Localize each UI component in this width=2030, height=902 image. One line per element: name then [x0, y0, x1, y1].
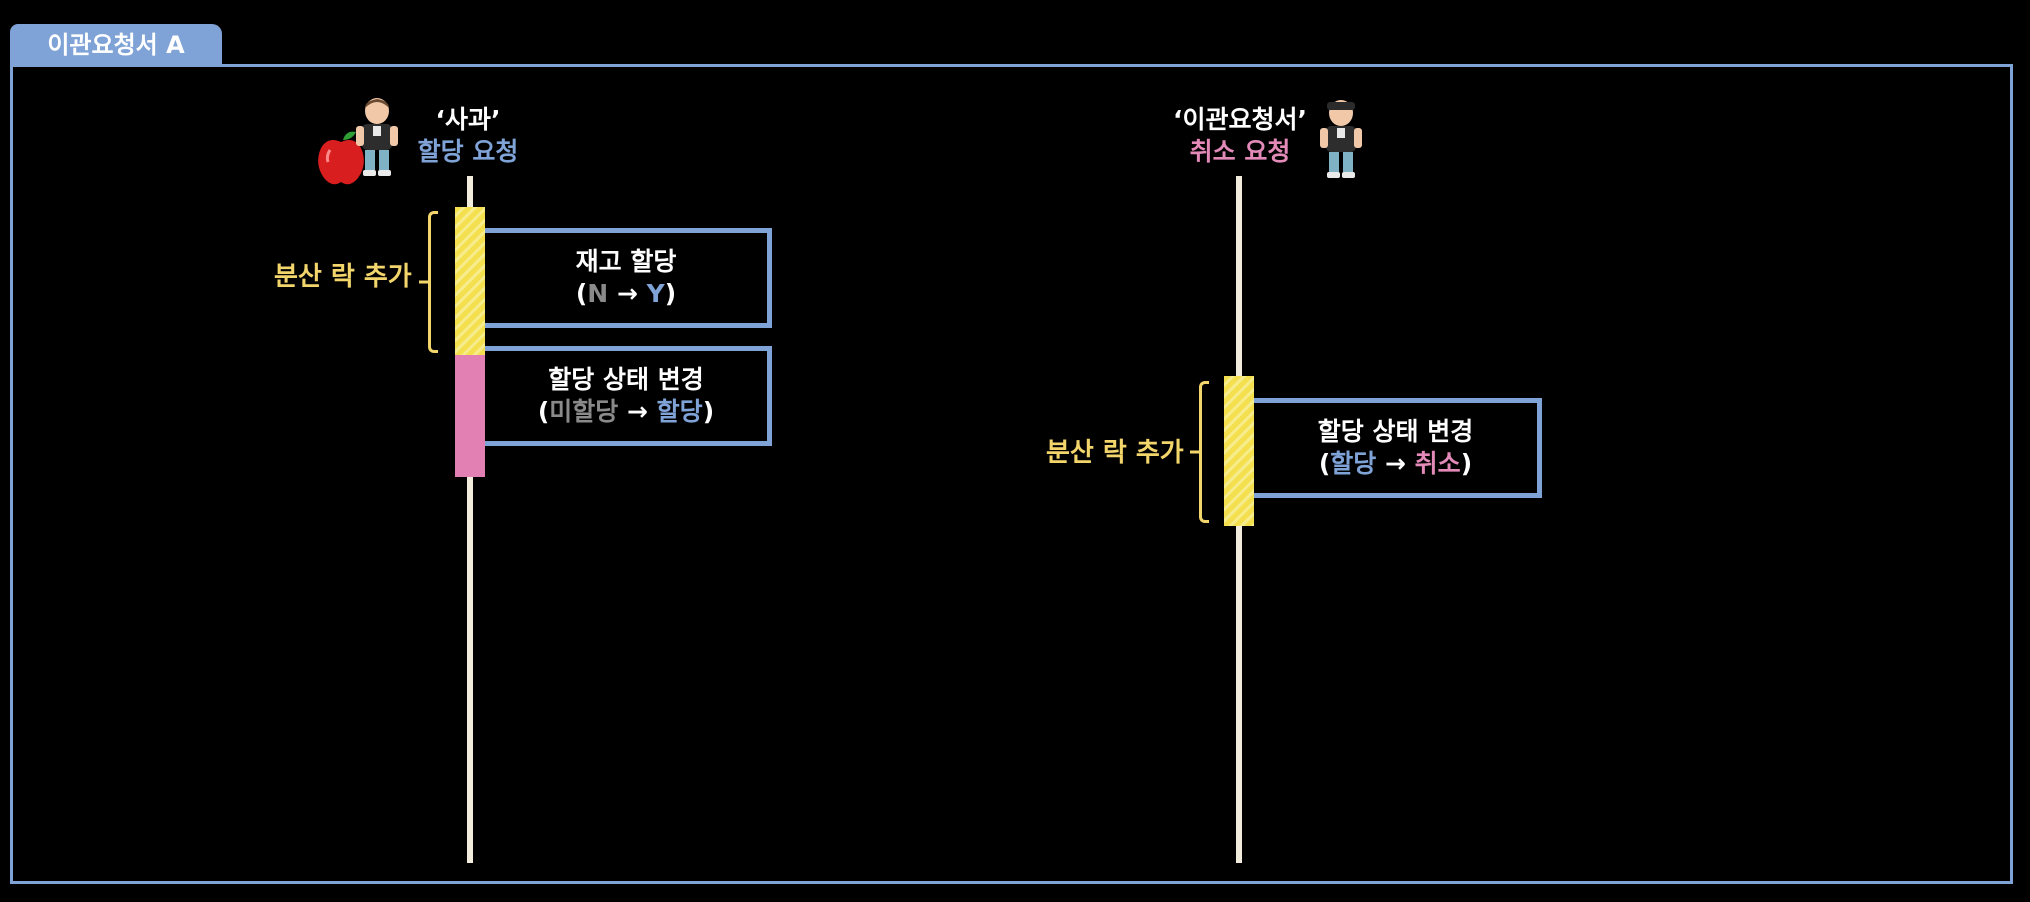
left-lock-label: 분산 락 추가 — [274, 262, 412, 292]
right-lock-activation — [1224, 376, 1254, 526]
left-lock-activation — [455, 207, 485, 355]
left-box1-title: 재고 할당 — [575, 247, 677, 276]
left-box1-detail: (N → Y) — [575, 279, 677, 308]
right-actor-name: ‘이관요청서’ — [1173, 105, 1307, 134]
left-actor-label: ‘사과’ 할당 요청 — [408, 104, 528, 168]
left-lock-bracket — [428, 211, 438, 353]
right-lock-bracket — [1199, 381, 1209, 523]
left-box-status-change: 할당 상태 변경 (미할당 → 할당) — [485, 346, 772, 446]
left-box2-detail: (미할당 → 할당) — [537, 397, 715, 426]
right-actor-label: ‘이관요청서’ 취소 요청 — [1150, 104, 1330, 168]
left-box-stock-allocation: 재고 할당 (N → Y) — [485, 228, 772, 328]
left-pink-activation — [455, 355, 485, 477]
apple-icon — [318, 131, 364, 185]
left-box2-title: 할당 상태 변경 — [548, 365, 704, 394]
right-lock-label: 분산 락 추가 — [1046, 438, 1184, 468]
person-icon — [356, 98, 398, 176]
left-actor-name: ‘사과’ — [435, 105, 501, 134]
lifeline-left — [467, 176, 473, 863]
frame-tab: 이관요청서 A — [10, 24, 222, 66]
right-box-status-change: 할당 상태 변경 (할당 → 취소) — [1254, 398, 1542, 498]
person-icon — [1320, 100, 1362, 178]
diagram-frame — [10, 64, 2013, 884]
left-actor-action: 할당 요청 — [417, 137, 519, 166]
right-actor-action: 취소 요청 — [1189, 137, 1291, 166]
right-box1-title: 할당 상태 변경 — [1317, 417, 1474, 446]
right-box1-detail: (할당 → 취소) — [1318, 449, 1473, 478]
frame-tab-title: 이관요청서 A — [47, 31, 185, 59]
